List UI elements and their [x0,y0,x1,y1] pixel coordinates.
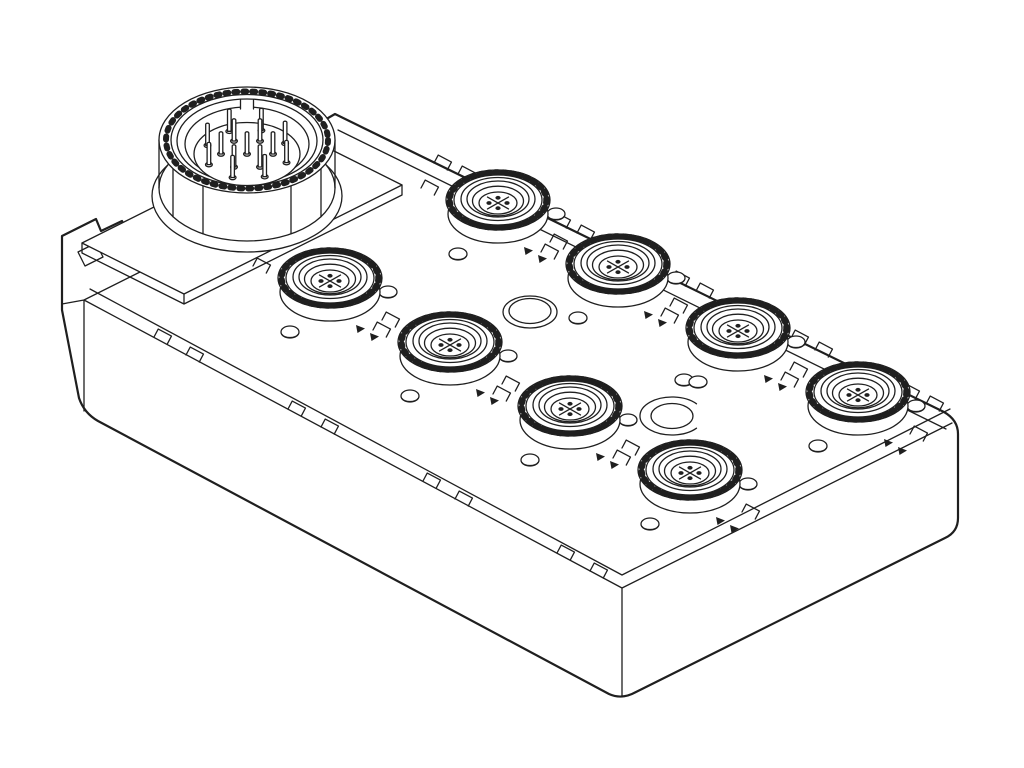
connector-pin [229,118,239,144]
connector-pin [268,131,278,157]
m23-key-notch [239,99,255,110]
connector-pin [204,141,213,168]
m23-key-notch-clear [240,100,254,109]
connector-pin [242,131,252,157]
boss-c-ring [639,396,698,436]
center-hole [502,295,558,329]
junction-box-body [60,112,960,698]
boss-hole [650,402,694,430]
drawing-root [60,86,960,698]
cable-clip-boss [639,373,698,436]
connector-pin [228,154,237,181]
connector-pin [282,139,291,166]
m23-connector [151,86,343,253]
platform-step [81,184,403,305]
body-edges [61,271,953,698]
m23-shell-sides [158,139,336,189]
m23-shell-ribs [172,168,322,235]
connector-pin [216,131,226,157]
connector-pin [255,118,265,144]
connector-pin [260,153,269,180]
m23-rim-ticks [163,88,331,192]
